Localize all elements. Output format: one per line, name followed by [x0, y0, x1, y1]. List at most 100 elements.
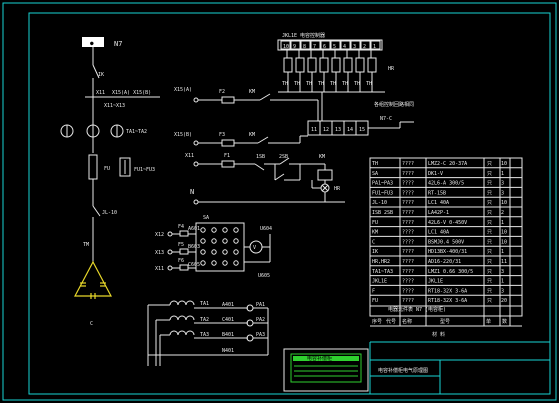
ta1-coil-icon — [169, 300, 195, 306]
bom-caption2: 材 料 — [432, 331, 445, 338]
bom-code: SA — [372, 171, 378, 177]
n401-label: N401 — [222, 348, 234, 354]
bom-code: KM — [372, 230, 378, 236]
x12-label: X12 — [155, 232, 164, 238]
sb1-switch-icon — [254, 163, 265, 171]
bom-row: SA???? DK1-V 只 1 — [372, 171, 504, 177]
th-label: TH — [282, 81, 288, 87]
bom-qty: 1 — [501, 171, 504, 177]
bom-qty: 1 — [501, 249, 504, 255]
x11-x13-label: X11~X13 — [104, 103, 125, 109]
bom-qty: 1 — [501, 220, 504, 226]
ammeter-section: TA1 TA2 TA3 A401 C401 B401 N401 PA1 PA2 … — [147, 300, 269, 366]
bom-name: ???? — [402, 279, 414, 285]
tm-label: TM — [83, 242, 89, 248]
f1-fuse-icon — [221, 160, 235, 168]
bom-name: ???? — [402, 190, 414, 196]
pa2-label: PA2 — [256, 317, 265, 323]
hr-label: HR — [334, 186, 341, 192]
th-label: TH — [354, 81, 360, 87]
x11-low-label: X11 — [155, 266, 164, 272]
ik-label: IK — [98, 72, 104, 78]
bom-qty: 20 — [501, 298, 507, 304]
th-contact-icon — [355, 57, 365, 73]
bom-name: ???? — [402, 200, 414, 206]
bom-model: DK1-V — [428, 171, 443, 177]
bom-code: IK — [372, 249, 378, 255]
sa-contact — [233, 249, 239, 255]
f3-label: F3 — [219, 132, 225, 138]
ik-switch-blade — [92, 64, 100, 79]
bom-unit: 只 — [487, 269, 492, 275]
switch-note: 各组控制回路相同 — [374, 101, 414, 108]
bom-model: LC1 40A — [428, 230, 449, 236]
th-contact-icon — [319, 57, 329, 73]
jkl-terminal: 8 — [303, 44, 306, 50]
f4-label: F4 — [178, 224, 184, 230]
sa-contact — [211, 238, 217, 244]
th-contact-icon — [331, 57, 341, 73]
sa-contact — [233, 238, 239, 244]
bom-name: ???? — [402, 239, 414, 245]
bom-unit: 只 — [487, 288, 492, 294]
jkl-terminal: 9 — [293, 44, 296, 50]
f6-fuse-icon — [179, 264, 189, 271]
bom-qty: 3 — [501, 269, 504, 275]
b603-label: B603 — [188, 244, 200, 250]
sb2-label: 2SB — [279, 154, 288, 160]
f5-label: F5 — [178, 242, 184, 248]
f5-fuse-icon — [179, 248, 189, 255]
bom-unit: 只 — [487, 171, 492, 177]
sa-switch-block — [195, 222, 245, 272]
bom-name: ???? — [402, 210, 414, 216]
bom-qty: 1 — [501, 279, 504, 285]
bom-name: ???? — [402, 171, 414, 177]
bom-unit: 只 — [487, 220, 492, 226]
bom-model: LA42P-1 — [428, 210, 449, 216]
th-contact-icon — [295, 57, 305, 73]
sa-contact — [211, 227, 217, 233]
bom-unit: 只 — [487, 210, 492, 216]
jkl-terminal: 3 — [353, 44, 356, 50]
bom-code: TA1~TA3 — [372, 269, 393, 275]
sa-contact — [222, 260, 228, 266]
jkl-terminal: 2 — [363, 44, 366, 50]
a401-label: A401 — [222, 302, 234, 308]
stamp-box — [283, 348, 369, 392]
km-coil-icon — [317, 169, 333, 181]
jkl-terminal: 1 — [373, 44, 376, 50]
sa-contact — [211, 249, 217, 255]
inner-frame — [28, 12, 551, 395]
f3-fuse-icon — [221, 139, 235, 147]
bom-name: ???? — [402, 288, 414, 294]
sa-contact — [200, 227, 206, 233]
bom-header-cell: 名称 — [402, 318, 412, 325]
th-contact-icon — [283, 57, 293, 73]
jkl-terminal: 4 — [343, 44, 346, 50]
bom-name: ???? — [402, 259, 414, 265]
bom-model: LC1 40A — [428, 200, 449, 206]
bom-unit: 只 — [487, 239, 492, 245]
bom-unit: 只 — [487, 190, 492, 196]
bom-header-cell: 数 — [502, 318, 507, 325]
jkl-terminal: 7 — [313, 44, 316, 50]
bom-qty: 10 — [501, 230, 507, 236]
th-contact-icon — [367, 57, 377, 73]
bom-unit: 只 — [487, 230, 492, 236]
bom-model: RT18-32X 3-6A — [428, 298, 467, 304]
f4-fuse-icon — [179, 230, 189, 237]
f1-label: F1 — [224, 153, 230, 159]
bom-code: FU — [372, 220, 378, 226]
km-coil-label: KM — [319, 154, 325, 160]
fu-fuse-icon — [88, 154, 98, 180]
hr-bank-label: HR — [388, 66, 395, 72]
bom-model: RT-15B — [428, 190, 446, 196]
bom-name: ???? — [402, 220, 414, 226]
